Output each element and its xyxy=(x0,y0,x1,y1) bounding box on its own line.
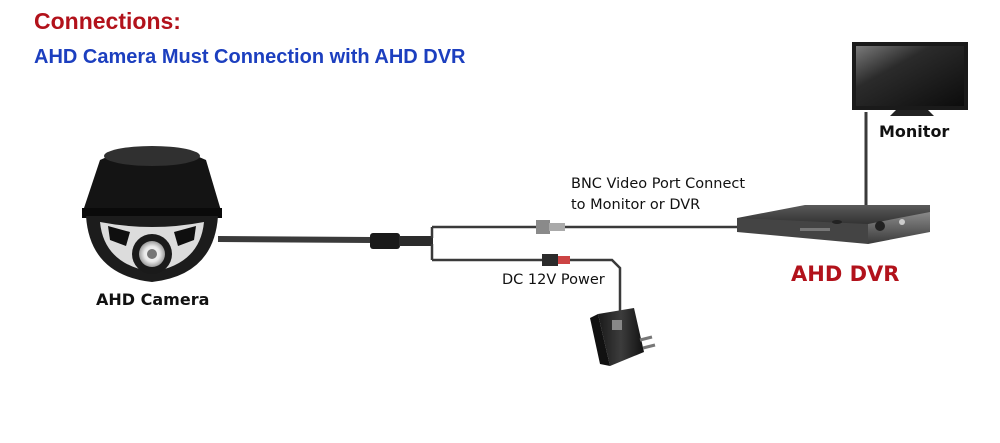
diagram-title: Connections: xyxy=(34,8,181,34)
camera-label: AHD Camera xyxy=(96,290,210,309)
cable-connector xyxy=(370,233,433,249)
monitor-label: Monitor xyxy=(879,122,950,141)
bnc-label-line1: BNC Video Port Connect xyxy=(571,176,746,192)
bnc-connector xyxy=(536,220,565,234)
dome-camera xyxy=(82,146,222,282)
bnc-video-label: BNC Video Port Connect to Monitor or DVR xyxy=(571,174,745,216)
dc-power-label: DC 12V Power xyxy=(502,272,605,288)
dc-connector xyxy=(542,254,570,266)
monitor xyxy=(852,42,968,116)
dvr-label: AHD DVR xyxy=(791,262,900,286)
bnc-label-line2: to Monitor or DVR xyxy=(571,197,701,213)
camera-cable xyxy=(217,236,373,243)
power-adapter xyxy=(590,308,656,366)
dvr-device xyxy=(737,205,930,244)
diagram-subtitle: AHD Camera Must Connection with AHD DVR xyxy=(34,46,466,68)
